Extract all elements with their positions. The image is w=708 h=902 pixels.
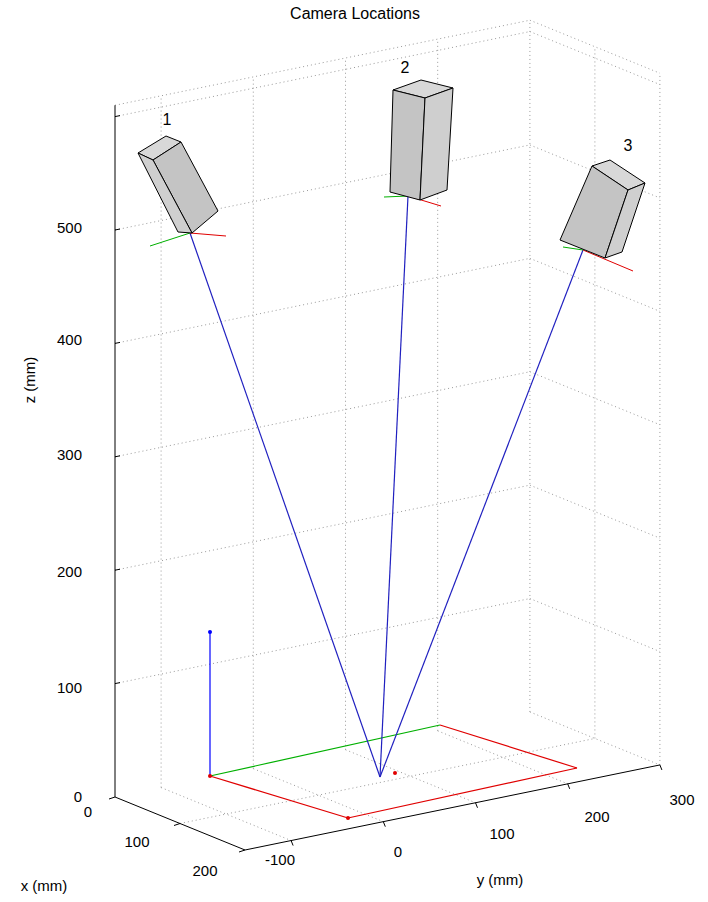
grid-lines [115,20,660,840]
grid-line [115,20,530,105]
axis-line [239,850,245,852]
axis-line [476,803,478,808]
axis-line [383,822,385,827]
grid-line [529,20,530,712]
camera-body: 3 [558,134,647,260]
world-frame [210,632,577,818]
grid-line [115,258,530,343]
camera-shape [558,134,647,260]
axis-line [115,456,120,457]
camera-face [390,90,425,200]
tick-label: 100 [489,825,514,843]
camera-number: 3 [624,137,633,155]
axis-line [174,824,180,826]
axis-line [245,765,660,850]
camera-body: 2 [388,56,455,202]
frame-line [440,725,577,768]
axis-label: z (mm) [21,357,39,404]
tick-label: 200 [584,808,609,826]
tick-label: -100 [265,851,295,869]
axis-line [115,229,120,230]
camera-axis [150,233,190,246]
axis-line [109,797,115,799]
grid-line [115,485,530,570]
axis-line [115,797,245,850]
camera-face [420,88,453,200]
grid-line [115,32,530,117]
grid-line [253,77,254,769]
sight-line [190,233,380,777]
tick-label: 0 [394,843,402,861]
tick-label: 500 [57,219,82,237]
axis-line [568,784,570,789]
axis-line [115,105,116,797]
camera-number: 2 [401,59,410,77]
axis-line [115,569,120,570]
frame-line [209,632,210,776]
grid-line [530,20,660,73]
frame-dot [393,771,397,775]
frame-dot [208,630,212,634]
tick-label: 0 [84,803,92,821]
frame-line [348,768,577,818]
axis-line [660,765,662,770]
camera-shape [388,56,455,202]
tick-label: 300 [669,791,694,809]
grid-line [345,58,346,750]
grid-line [161,788,291,841]
camera-shape [136,108,220,235]
tick-label: 100 [57,679,82,697]
camera-axis [190,233,226,236]
chart-title: Camera Locations [290,5,420,23]
axis-label: y (mm) [477,871,524,889]
grid-line [180,738,595,823]
grid-line [530,712,660,765]
axis-line [115,116,120,117]
frame-line [210,725,440,776]
tick-label: 0 [74,788,82,806]
axis-line [291,841,293,846]
grid-line [438,731,568,784]
camera-face [138,153,192,233]
grid-line [115,372,530,457]
camera-number: 1 [163,111,172,129]
sight-line [380,196,408,777]
axis-line [115,683,120,684]
tick-label: 100 [124,833,149,851]
tick-label: 300 [57,446,82,464]
axes [109,105,662,852]
axis-line [115,342,120,343]
tick-label: 200 [192,862,217,880]
camera-body: 1 [136,108,220,235]
axis-label: x (mm) [21,877,68,895]
frame-dot [208,774,212,778]
sight-line [380,250,583,777]
frame-dot [346,816,350,820]
tick-label: 200 [57,563,82,581]
frame-line [210,776,348,818]
grid-line [594,47,595,739]
grid-line [530,599,660,652]
camera-face [605,183,645,258]
tick-label: 400 [57,331,82,349]
grid-line [659,73,660,765]
